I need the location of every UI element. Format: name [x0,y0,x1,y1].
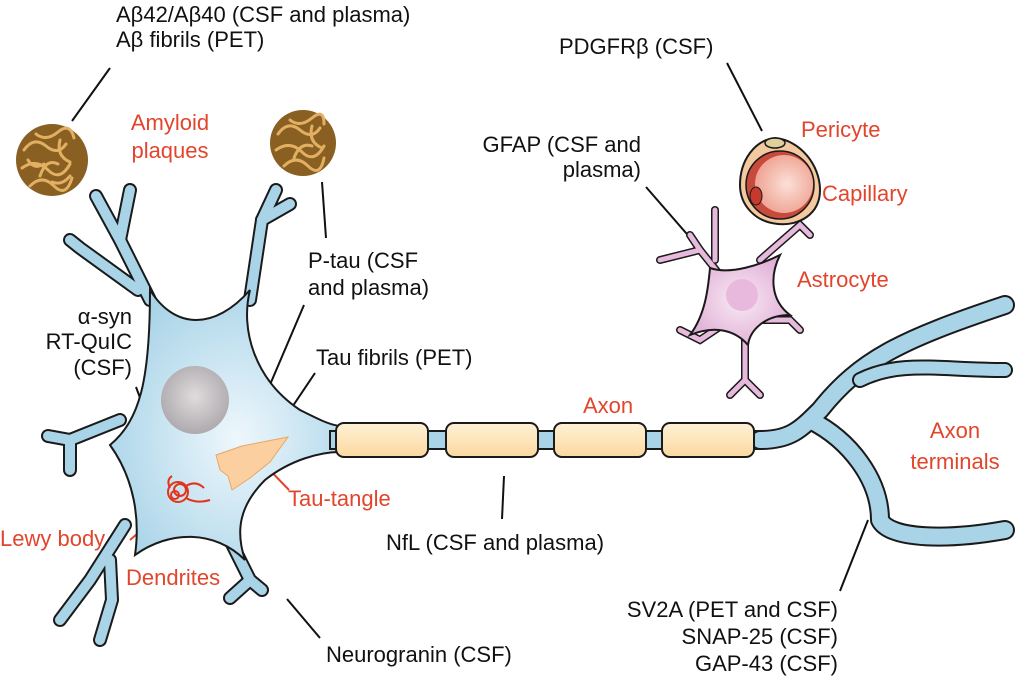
label-asyn-line2: RT-QuIC [45,329,132,354]
myelin-sheaths [335,422,755,458]
label-snap25: SNAP-25 (CSF) [681,624,838,649]
label-gfap-line1: GFAP (CSF and [482,132,641,157]
label-nfl: NfL (CSF and plasma) [386,530,605,555]
label-capillary: Capillary [822,181,908,206]
label-gfap-line2: plasma) [562,157,641,182]
label-ptau-line1: P-tau (CSF [308,248,419,273]
label-tau-tangle: Tau-tangle [288,486,391,511]
leader-line-nfl [501,475,505,520]
axon [329,295,1015,547]
amyloid-plaque-left [16,124,88,196]
amyloid-plaque-right [270,110,336,176]
leader-line-synaptic [839,519,869,592]
label-astrocyte: Astrocyte [797,267,889,292]
pericyte [764,137,786,149]
label-pdgfrb: PDGFRβ (CSF) [559,34,714,59]
astrocyte [656,206,814,399]
label-asyn-line3: (CSF) [73,355,132,380]
label-abeta-fibrils: Aβ fibrils (PET) [116,27,265,52]
label-asyn-line1: α-syn [77,304,132,329]
astrocyte-nucleus [726,279,758,311]
label-abeta-ratio: Aβ42/Aβ40 (CSF and plasma) [116,2,411,27]
label-lewy-body: Lewy body [0,526,106,551]
myelin-segment [553,422,647,458]
label-ptau-line2: and plasma) [308,275,430,300]
label-amyloid: Amyloid [130,110,210,135]
leader-line-pdgfrb [726,62,763,132]
myelin-segment [335,422,429,458]
label-sv2a: SV2A (PET and CSF) [626,597,838,622]
capillary [738,136,822,226]
label-dendrites: Dendrites [126,565,221,590]
leader-line-abeta [71,67,111,122]
lewy-body [167,475,211,503]
label-axon: Axon [583,393,634,418]
leader-line-plaque-ptau [321,181,327,239]
label-plaques: plaques [131,138,209,163]
label-tau-fibrils: Tau fibrils (PET) [316,345,473,370]
myelin-segment [445,422,539,458]
myelin-segment [661,422,755,458]
leader-line-neurogranin [286,598,321,639]
label-pericyte: Pericyte [801,117,881,142]
label-neurogranin: Neurogranin (CSF) [326,642,512,667]
label-axon-terminals-line2: terminals [910,449,1000,474]
label-gap43: GAP-43 (CSF) [694,651,838,676]
nucleus [161,366,229,434]
tau-tangle [215,436,290,491]
label-axon-terminals-line1: Axon [929,418,981,443]
